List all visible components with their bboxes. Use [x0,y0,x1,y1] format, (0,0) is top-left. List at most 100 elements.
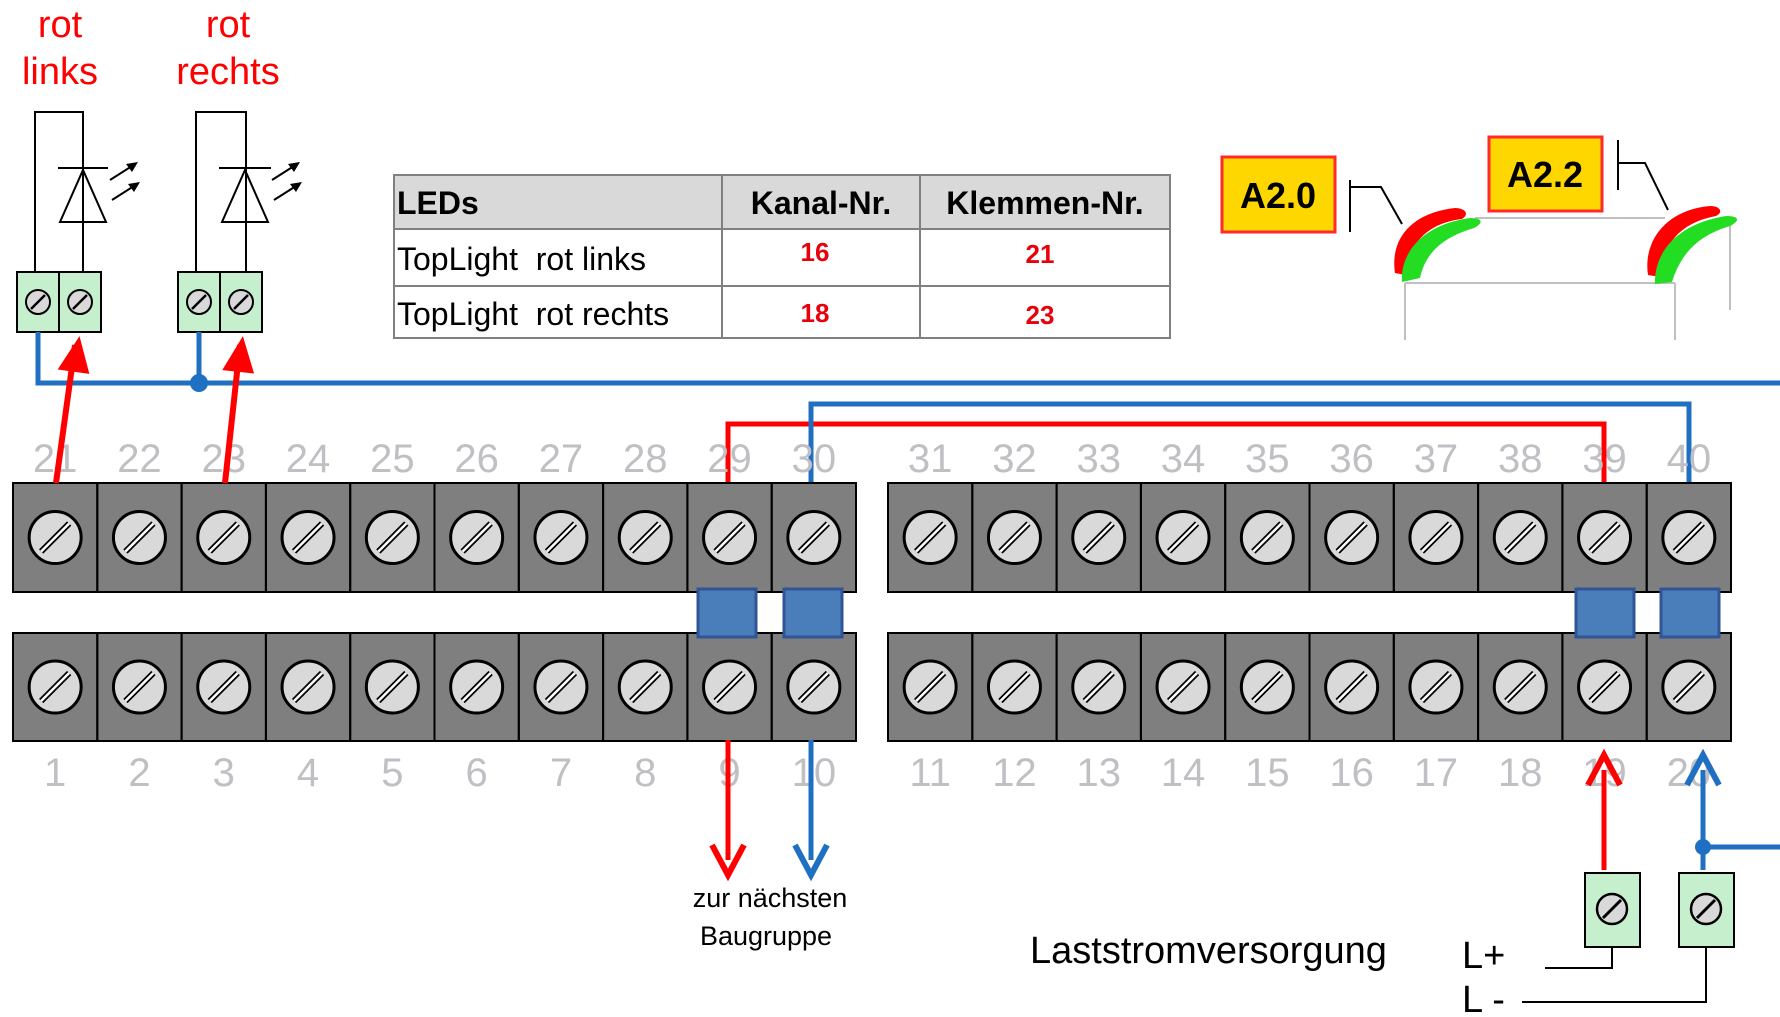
top-terminal-screw [971,482,1058,593]
top-terminal-number: 35 [1245,437,1290,481]
top-terminal-number: 29 [707,437,752,481]
toplight-illustration [1349,140,1737,340]
top-terminal-screw [180,482,267,593]
bottom-terminal-screw [1477,632,1564,742]
top-terminal-screw [602,482,689,593]
led-left-label-line1: rot [38,4,83,46]
bottom-terminal-number: 5 [381,751,403,795]
bottom-terminal-number: 14 [1161,751,1206,795]
top-terminal-number: 37 [1414,437,1459,481]
address-right-box: A2.2 [1487,135,1604,213]
led-right-symbol [195,111,297,275]
top-terminal-screw [686,482,773,593]
terminal-blocks [12,482,1732,742]
address-left-label: A2.0 [1240,175,1316,216]
bottom-terminal-number: 11 [909,751,951,795]
led-right-label-line1: rot [206,4,251,46]
top-terminal-number: 22 [117,437,162,481]
bottom-terminal-number: 13 [1077,751,1122,795]
led-right-terminal [177,271,263,333]
bottom-terminal-number: 18 [1498,751,1543,795]
bridge-plug [696,587,758,639]
bottom-terminal-screw [433,632,520,742]
red-jumper-29-39 [725,421,1607,483]
bridge-plug [1659,587,1721,639]
top-terminal-screw [517,482,605,593]
top-terminal-screw [349,482,436,593]
table-header-terminal: Klemmen-Nr. [946,185,1143,221]
bottom-terminal-number: 8 [634,751,656,795]
table-cell-channel-1: 16 [801,237,830,267]
top-terminal-screw [433,482,520,593]
power-minus-label: L - [1462,979,1505,1017]
table-cell-channel-2: 18 [801,298,830,328]
bottom-terminal-screw [1392,632,1480,742]
power-supply-label: Laststromversorgung [1030,930,1387,972]
table-cell-terminal-2: 23 [1026,300,1055,330]
top-terminal-number: 27 [539,437,584,481]
power-leads [1522,947,1707,1003]
led-right-rays [288,162,302,192]
bottom-terminal-number: 16 [1329,751,1374,795]
address-left-box: A2.0 [1220,155,1337,234]
top-terminal-number: 34 [1161,437,1206,481]
bottom-terminal-number: 4 [297,751,319,795]
led-channel-table: LEDs Kanal-Nr. Klemmen-Nr. TopLight rot … [393,174,1171,339]
table-header-leds: LEDs [397,185,479,221]
power-supply-wires [1585,748,1780,870]
table-header-bg [394,175,1170,229]
next-module-note-line2: Baugruppe [700,921,832,951]
table-cell-led-2: TopLight rot rechts [397,296,669,332]
top-terminal-screw [1139,482,1227,593]
top-terminal-screw [770,482,858,593]
top-terminal-screw [12,482,99,593]
led-left-terminal [16,271,102,333]
bottom-terminal-screw [971,632,1058,742]
bottom-terminal-screw [1055,632,1142,742]
table-cell-led-1: TopLight rot links [397,241,646,277]
blue-common-wire [35,332,1780,386]
next-module-note-line1: zur nächsten [693,883,848,913]
red-led-arrowheads [57,336,255,374]
blue-junction-dot [190,374,208,392]
bottom-terminal-number: 15 [1245,751,1290,795]
bridge-plug [1574,587,1636,639]
top-terminal-number: 30 [792,437,837,481]
bottom-terminal-screw [12,632,99,742]
top-terminal-screw [1392,482,1480,593]
bottom-terminal-screw [770,632,858,742]
top-terminal-screw [1224,482,1311,593]
led-right-label-line2: rechts [176,51,279,93]
power-terminals [1584,872,1735,948]
bottom-terminal-numbers: 1234567891011121314151617181920 [44,751,1711,795]
bottom-terminal-screw [887,632,974,742]
top-terminal-screw [264,482,352,593]
bottom-terminal-number: 10 [792,751,837,795]
led-right-label: rot rechts [176,4,279,93]
top-terminal-number: 28 [623,437,668,481]
top-terminal-number: 24 [286,437,331,481]
next-module-wires [709,740,830,882]
table-cell-terminal-1: 21 [1026,239,1055,269]
blue-jumper-30-40 [808,401,1692,483]
top-terminal-number: 25 [370,437,415,481]
top-terminal-number: 40 [1667,437,1712,481]
address-right-label: A2.2 [1507,154,1583,195]
bottom-terminal-number: 6 [466,751,488,795]
led-left-symbol [34,111,135,275]
bottom-terminal-number: 12 [992,751,1037,795]
led-left-label: rot links [22,4,98,93]
top-terminal-number: 39 [1582,437,1627,481]
bottom-terminal-number: 1 [44,751,66,795]
bridge-plug [782,587,844,639]
led-left-label-line2: links [22,51,98,93]
led-left-rays [126,162,140,192]
table-header-channel: Kanal-Nr. [751,185,891,221]
bottom-terminal-number: 7 [550,751,572,795]
top-terminal-screw [96,482,183,593]
top-terminal-number: 36 [1329,437,1374,481]
bottom-terminal-number: 17 [1414,751,1459,795]
top-terminal-number: 33 [1077,437,1122,481]
